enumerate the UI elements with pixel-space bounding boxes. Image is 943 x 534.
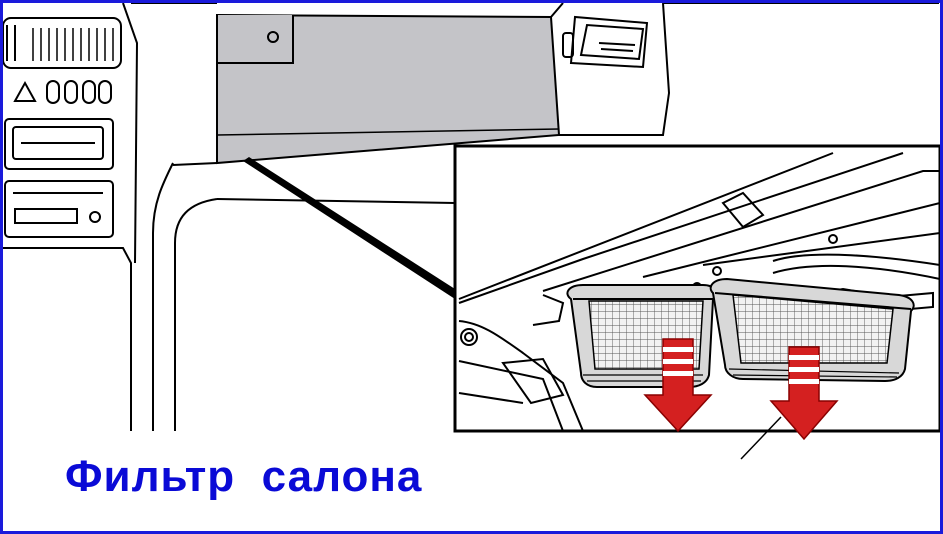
removal-arrow-left-icon [643,338,713,433]
removal-arrow-right-icon [769,346,839,441]
center-console [3,3,139,431]
detail-inset [453,144,940,441]
glovebox-latch-icon [267,31,279,43]
diagram-caption: Фильтр салона [65,452,423,501]
callout-pointer [243,157,455,299]
cabin-filter-right [709,277,915,383]
leader-line [740,416,782,460]
dashboard-right [131,3,939,136]
glovebox-panel [216,13,561,165]
dashboard-lower [152,162,456,431]
dashboard-illustration [3,3,940,460]
